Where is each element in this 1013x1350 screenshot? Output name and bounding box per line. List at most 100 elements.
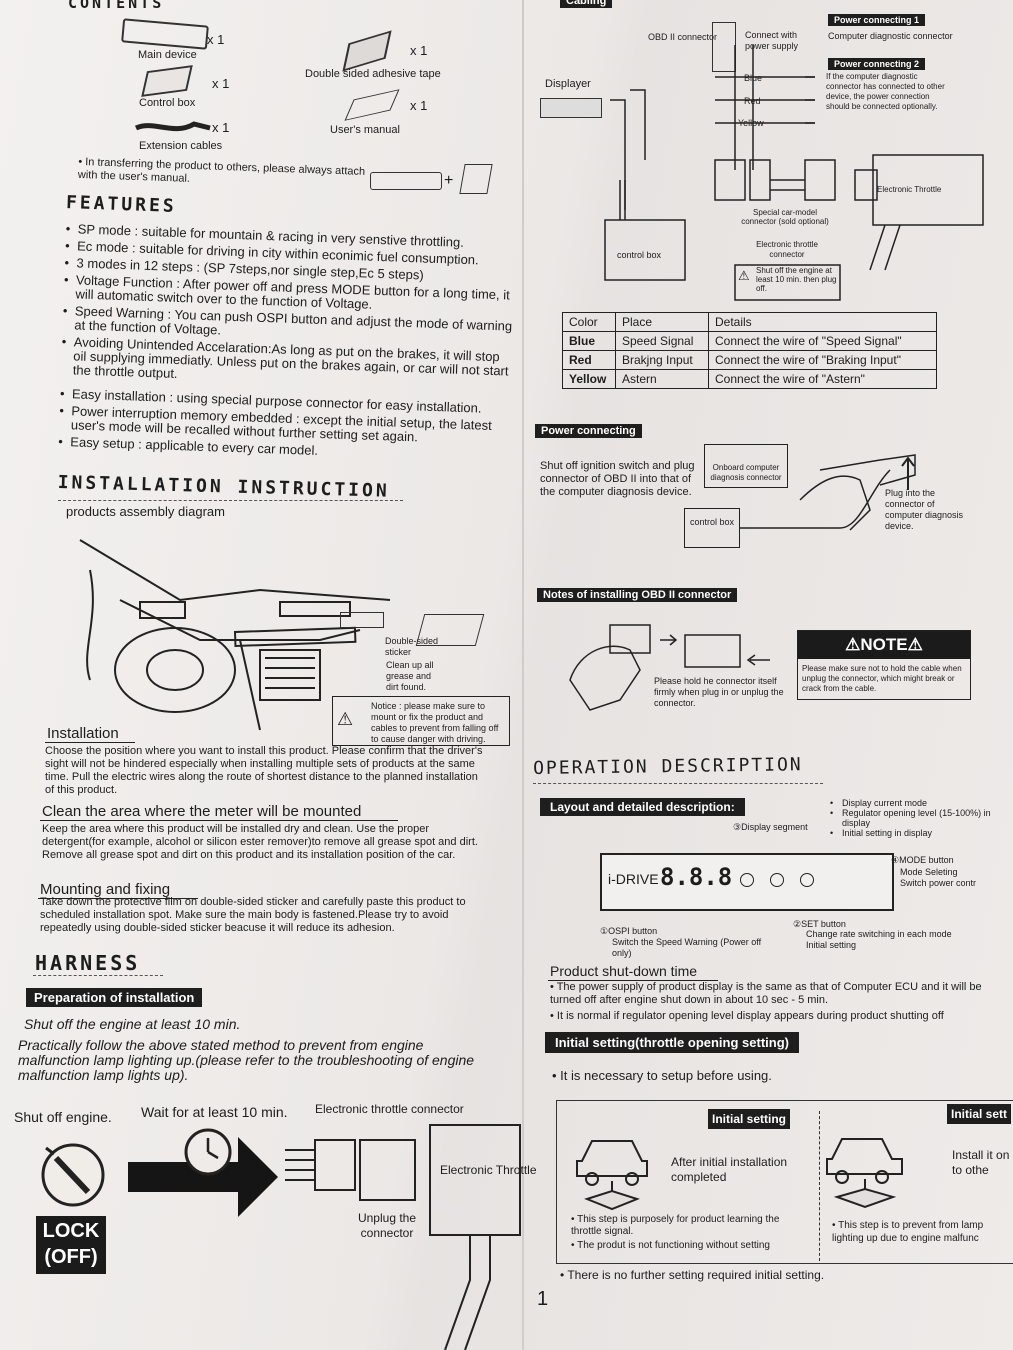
learn-text-2: • The produt is not functioning without … — [571, 1240, 770, 1251]
install-other-text: Install it on to othe — [952, 1148, 1010, 1177]
onboard-connector-box: Onboard computer diagnosis connector — [704, 444, 788, 488]
main-device-qty: x 1 — [207, 32, 225, 47]
meter-icon — [340, 612, 384, 628]
manual-small-icon — [459, 164, 493, 194]
mount-text: Take down the protective film on double-… — [40, 896, 466, 934]
mount-title: Mounting and fixing — [40, 881, 171, 898]
device-panel: i-DRIVE 8.8.8 — [600, 853, 894, 911]
ignition-key-icon — [41, 1143, 105, 1207]
lock-off-badge: LOCK (OFF) — [36, 1216, 106, 1274]
warning-icon: ⚠ — [337, 709, 354, 729]
initial-setting-bar: Initial setting(throttle opening setting… — [545, 1032, 799, 1053]
after-initial-text: After initial installation completed — [671, 1155, 788, 1184]
heading-rule — [33, 975, 163, 976]
set-button-label: ②SET button — [793, 919, 846, 929]
extension-cables-label: Extension cables — [139, 140, 223, 152]
notes-bar: Notes of installing OBD II connector — [537, 588, 738, 602]
step-shut-off: Shut off engine. — [14, 1109, 112, 1125]
clock-arrow-icon — [128, 1128, 278, 1217]
title-underline — [548, 980, 718, 981]
features-list: SP mode : suitable for mountain & racing… — [58, 221, 516, 468]
cabling-diagram — [604, 45, 984, 301]
table-cell: Connect the wire of "Braking Input" — [708, 350, 937, 370]
display-bullet: Initial setting in display — [830, 828, 1010, 838]
onboard-label: Onboard computer diagnosis connector — [710, 463, 782, 482]
title-underline — [45, 742, 135, 743]
step-wait: Wait for at least 10 min. — [141, 1104, 288, 1120]
main-device-label: Main device — [138, 49, 197, 61]
dashboard-illustration — [79, 539, 391, 731]
heading-rule — [58, 500, 403, 501]
set-bullet: Initial setting — [806, 940, 857, 950]
prevent-text: • This step is to prevent from lamp ligh… — [832, 1220, 984, 1244]
display-bullet: Display current mode — [830, 798, 1010, 808]
table-header: Details — [708, 312, 937, 332]
initial-tag-1: Initial setting — [708, 1109, 791, 1129]
assembly-label: products assembly diagram — [66, 504, 225, 519]
cabling-bar: Cabling — [560, 0, 613, 8]
power2-text: If the computer diagnostic connector has… — [826, 72, 945, 111]
page-fold — [522, 0, 524, 1350]
et-connector-label: Electronic throttle connector — [756, 240, 818, 259]
installation-text: Choose the position where you want to in… — [45, 745, 483, 796]
digit-display: 8.8.8 — [660, 863, 733, 891]
control-box-2: control box — [684, 508, 740, 548]
note-title: NOTE — [860, 635, 908, 654]
hold-text: Please hold he connector itself firmly w… — [654, 676, 784, 708]
warning-icon: ⚠ — [907, 635, 923, 654]
clean-title: Clean the area where the meter will be m… — [42, 803, 362, 820]
manual-label: User's manual — [330, 124, 400, 136]
display-segment-label: ③Display segment — [733, 822, 808, 832]
table-cell: Speed Signal — [615, 331, 709, 351]
title-underline — [38, 898, 198, 899]
brand-logo: i-DRIVE — [608, 871, 659, 887]
table-row: Red Brakjng Input Connect the wire of "B… — [562, 350, 937, 370]
step-connector: Electronic throttle connector — [315, 1102, 464, 1116]
control-box-2-label: control box — [689, 517, 735, 527]
table-cell: Yellow — [562, 369, 616, 389]
ospi-button-label: ①OSPI button — [600, 926, 658, 936]
table-header: Color — [562, 312, 616, 332]
table-header: Place — [615, 312, 709, 332]
displayer-icon — [540, 98, 602, 118]
shutdown-text-2: • It is normal if regulator opening leve… — [550, 1010, 944, 1022]
table-header-row: Color Place Details — [562, 312, 937, 332]
sticker-label: Double-sided sticker — [385, 636, 439, 657]
electronic-throttle-label: Electronic Throttle — [440, 1163, 537, 1177]
ospi-button-icon[interactable] — [740, 873, 754, 887]
set-button-icon[interactable] — [770, 873, 784, 887]
plus-icon: + — [444, 172, 454, 189]
follow-text: Practically follow the above stated meth… — [18, 1037, 475, 1083]
transfer-device-icon — [370, 172, 442, 190]
contents-heading: CONTENTS — [68, 0, 165, 12]
clean-text: Keep the area where this product will be… — [42, 823, 478, 861]
table-cell: Red — [562, 350, 616, 370]
shutdown-text-1: • The power supply of product display is… — [550, 981, 982, 1006]
table-cell: Brakjng Input — [615, 350, 709, 370]
car-icon — [576, 1140, 648, 1211]
table-cell: Connect the wire of "Astern" — [708, 369, 937, 389]
operation-heading: OPERATION DESCRIPTION — [533, 754, 803, 779]
special-connector-label: Special car-model connector (sold option… — [741, 208, 829, 226]
warning-icon: ⚠ — [845, 635, 861, 654]
display-bullets: Display current mode Regulator opening l… — [830, 798, 1010, 838]
control-box-label-right: control box — [617, 250, 662, 260]
lock-line1: LOCK — [42, 1220, 100, 1242]
extension-cable-icon — [134, 121, 211, 132]
control-box-icon — [141, 65, 193, 97]
control-box-label: Control box — [139, 97, 196, 109]
mode-button-icon[interactable] — [800, 873, 814, 887]
prep-bar: Preparation of installation — [26, 988, 203, 1007]
initial-tag-2: Initial sett — [947, 1104, 1012, 1124]
obd-connector-label: OBD II connector — [648, 32, 718, 42]
tape-label: Double sided adhesive tape — [305, 68, 441, 80]
extension-cables-qty: x 1 — [212, 120, 230, 135]
note-header: ⚠NOTE⚠ — [798, 631, 970, 659]
mode-bullet: Switch power contr — [900, 878, 977, 888]
title-underline — [40, 820, 398, 821]
throttle-connector-diagram — [285, 1124, 521, 1350]
page-number: 1 — [537, 1288, 549, 1310]
no-further-text: • There is no further setting required i… — [560, 1268, 825, 1282]
power-connecting-bar: Power connecting — [535, 424, 642, 438]
harness-heading: HARNESS — [35, 951, 141, 975]
